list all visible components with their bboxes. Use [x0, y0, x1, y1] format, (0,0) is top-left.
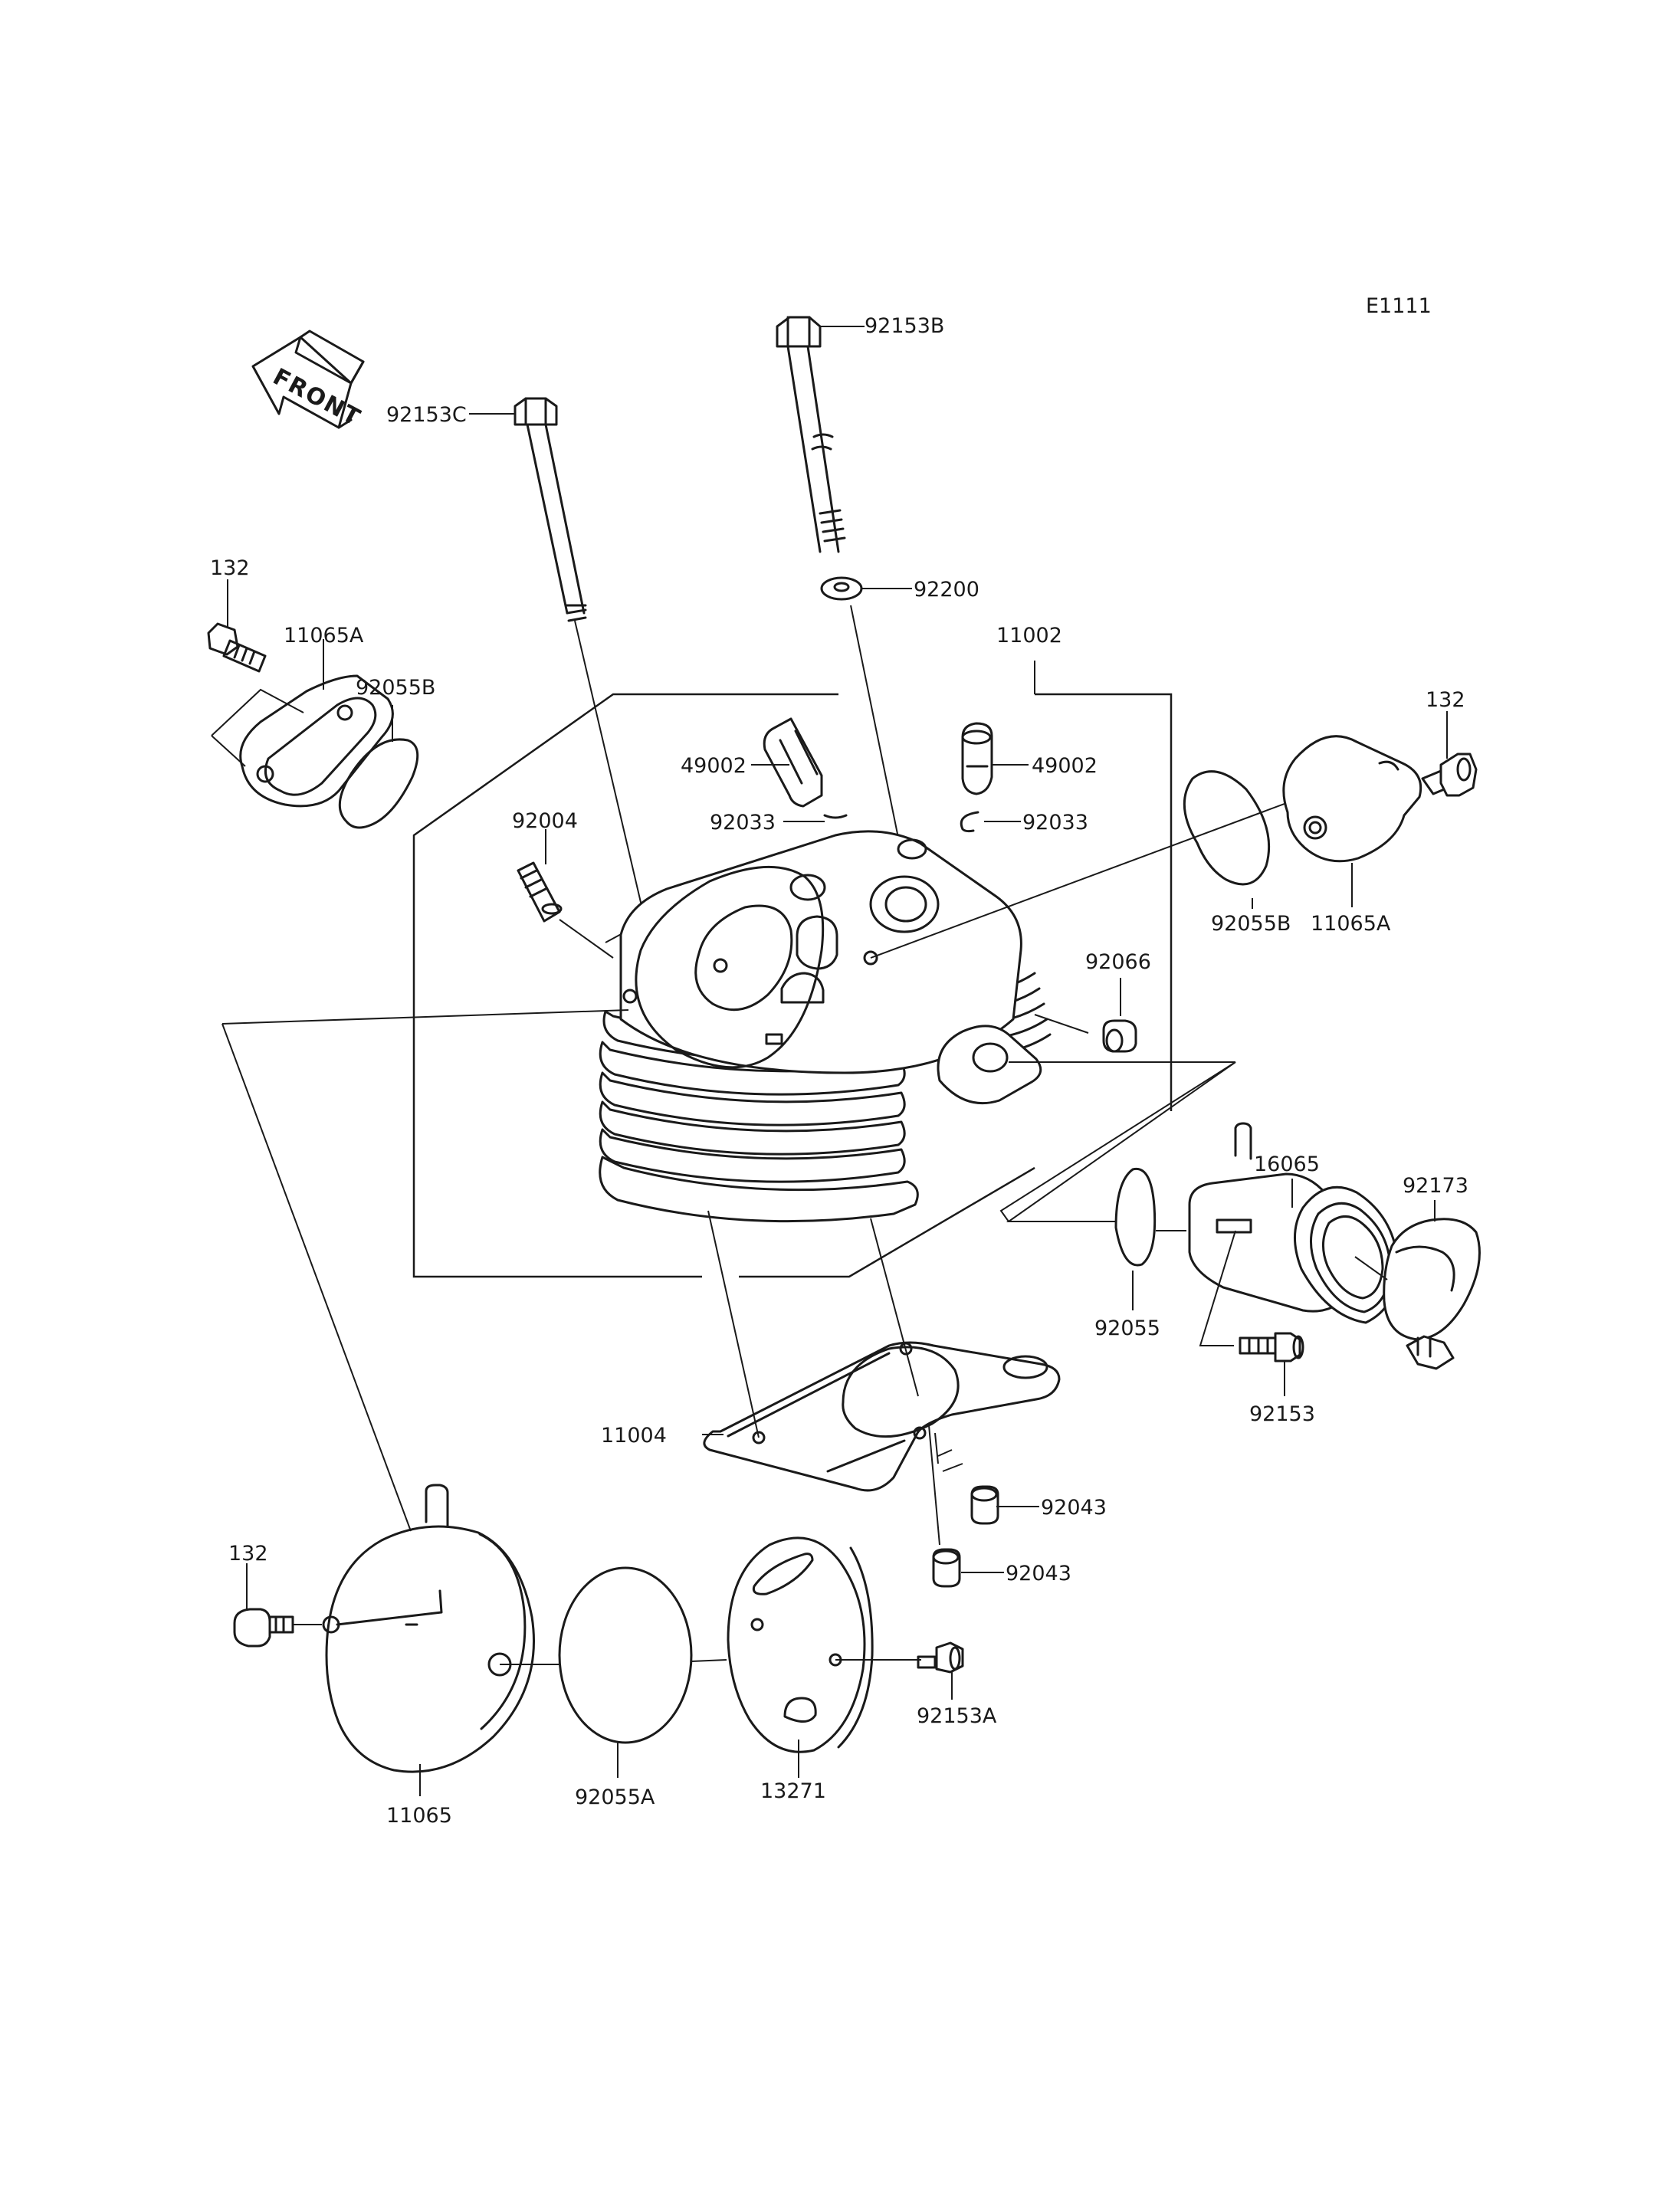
- callout-13271: 13271: [760, 1779, 826, 1803]
- callout-92055B-right: 92055B: [1211, 912, 1291, 936]
- dowel-92043-upper: [970, 1485, 999, 1525]
- callout-132-left: 132: [210, 556, 250, 580]
- washer-92200: [820, 576, 863, 601]
- oring-92055B-left: [338, 738, 419, 829]
- callout-92200: 92200: [914, 578, 979, 602]
- intake-leader-bracket: [999, 1061, 1236, 1222]
- bracket-11002-bottom: [739, 1166, 1035, 1278]
- callout-92043-lower: 92043: [1006, 1562, 1071, 1585]
- callout-92055B-left: 92055B: [356, 676, 435, 700]
- callout-92043-upper: 92043: [1041, 1496, 1107, 1520]
- bolt-132-right: [1421, 753, 1478, 797]
- callout-92055A: 92055A: [575, 1785, 655, 1809]
- valve-lifter-49002-left: [763, 717, 823, 808]
- bolt-92153B: [776, 316, 846, 553]
- callout-49002-left: 49002: [681, 754, 746, 778]
- oring-92055B-right: [1183, 770, 1271, 886]
- callout-92066: 92066: [1085, 950, 1151, 974]
- plate-13271: [727, 1536, 874, 1753]
- callout-11002: 11002: [996, 624, 1062, 648]
- callout-92153B: 92153B: [865, 314, 944, 338]
- dowel-92043-lower: [932, 1548, 961, 1588]
- callout-92033-left: 92033: [710, 811, 776, 835]
- callout-92055: 92055: [1094, 1317, 1160, 1340]
- bolt-92153C: [514, 397, 587, 622]
- plug-92066: [1102, 1019, 1137, 1053]
- callout-132-right: 132: [1426, 688, 1465, 712]
- callout-92173: 92173: [1403, 1174, 1468, 1198]
- callout-11004: 11004: [601, 1424, 667, 1448]
- callout-92153: 92153: [1249, 1402, 1315, 1426]
- front-arrow-icon: FRONT: [251, 330, 366, 432]
- bolt-132-left: [207, 622, 267, 673]
- cylinder-head-11002: [599, 830, 1052, 1223]
- clamp-92173: [1383, 1218, 1481, 1370]
- stud-92004: [517, 861, 563, 923]
- callout-11065: 11065: [386, 1804, 452, 1828]
- callout-92033-right: 92033: [1022, 811, 1088, 835]
- diagram-code: E1111: [1366, 294, 1432, 318]
- callout-132-bottom: 132: [228, 1542, 268, 1566]
- bolt-92153A: [917, 1641, 964, 1674]
- cover-11065: [322, 1484, 535, 1773]
- cover-11065A-right: [1282, 735, 1422, 863]
- intake-joint-16065: [1188, 1122, 1399, 1324]
- callout-92153C: 92153C: [386, 403, 467, 427]
- callout-92153A: 92153A: [917, 1704, 997, 1728]
- callout-49002-right: 49002: [1032, 754, 1098, 778]
- oring-92055: [1114, 1167, 1157, 1267]
- clip-92033-right: [960, 811, 979, 833]
- bracket-11002-right: [1035, 693, 1173, 1111]
- callout-16065: 16065: [1254, 1153, 1320, 1176]
- oring-92055A: [558, 1566, 693, 1744]
- callout-11065A-left: 11065A: [284, 624, 364, 648]
- clip-92033-left: [823, 814, 848, 819]
- gasket-11004: [703, 1341, 1061, 1492]
- callout-92004: 92004: [512, 809, 578, 833]
- bolt-92153: [1239, 1332, 1304, 1362]
- valve-lifter-49002-right: [961, 722, 993, 795]
- callout-11065A-right: 11065A: [1311, 912, 1391, 936]
- bolt-132-bottom: [233, 1608, 294, 1648]
- bracket-11002-left: [412, 693, 838, 1278]
